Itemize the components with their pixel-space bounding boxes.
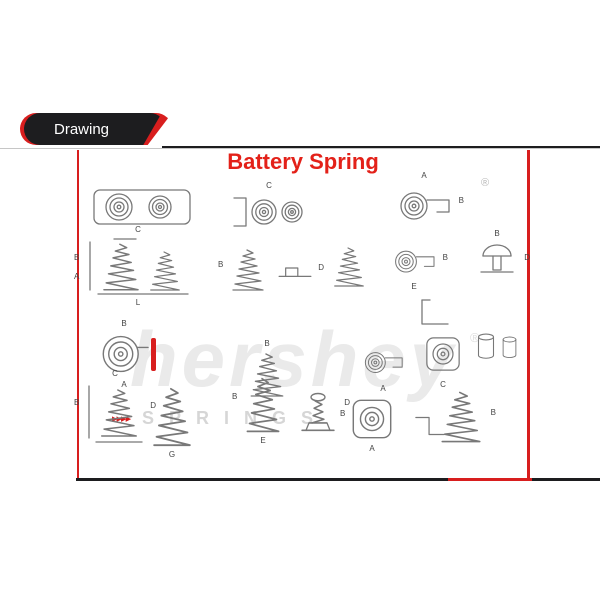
dim-label: B (74, 253, 80, 262)
dim-label: A (74, 272, 80, 282)
dim-label: B (340, 408, 346, 418)
dim-label: B (232, 392, 238, 402)
top-rule-gray (0, 148, 600, 149)
dim-label: B (458, 196, 464, 206)
dim-label: C (266, 181, 272, 190)
dim-label: B (490, 407, 496, 417)
diagram-coil-clip: A B (394, 172, 464, 226)
dim-label: D (344, 397, 350, 407)
diagram-mushroom-contact: B D (474, 230, 530, 280)
diagram-coil-pair (92, 186, 192, 228)
panel-border-left (77, 150, 79, 480)
diagram-l-bracket (414, 296, 454, 330)
diagram-cone-spring: B (218, 248, 268, 292)
page-title: Battery Spring (227, 149, 379, 174)
dim-label: B (74, 398, 80, 408)
watermark-registered-mark: ® (470, 330, 480, 345)
diagram-torsion-top: B A (96, 320, 152, 389)
diagram-flat-spring: D (296, 380, 350, 434)
dim-label: C (135, 225, 141, 234)
dim-label: G (168, 450, 176, 459)
dim-label: D (524, 253, 530, 262)
dim-label: A (369, 444, 375, 453)
diagram-flat-bracket: D (276, 254, 324, 282)
bottom-rule-red (448, 478, 532, 481)
bottom-rule-left (76, 478, 448, 481)
dim-label: B (494, 229, 500, 238)
tab-drawing[interactable]: Drawing (24, 113, 162, 145)
diagram-cone-spring (330, 244, 368, 290)
diagram-coil-clip: B E (390, 240, 448, 291)
dim-label: B (264, 339, 270, 348)
watermark-accent (151, 338, 156, 371)
diagram-cone-spring: B (246, 340, 288, 400)
dim-label: B (121, 319, 127, 328)
panel-border-right (527, 150, 530, 480)
dim-label: E (260, 436, 266, 445)
dim-label: C (112, 369, 118, 378)
dim-label: E (411, 282, 417, 291)
dim-label: B (442, 253, 448, 262)
top-rule-dark (162, 146, 600, 148)
diagram-cone-spring: B E (232, 376, 284, 445)
tab-drawing-label: Drawing (54, 120, 110, 138)
diagram-cone-dimensioned: C D B (74, 370, 156, 444)
diagram-coil-pair-bracket: C (230, 182, 308, 232)
diagram-coil-clip: A (360, 340, 406, 393)
dim-label: D (150, 401, 156, 411)
diagram-cone-wide: B (436, 390, 496, 444)
registered-mark: ® (481, 177, 490, 189)
diagram-cone-tall: G (148, 386, 196, 459)
diagram-cylinder-pair (474, 326, 522, 368)
dim-label: A (121, 380, 127, 389)
dim-label: A (380, 384, 386, 393)
diagram-coil-box: C (424, 330, 462, 389)
diagram-coil-box: B A (340, 396, 394, 453)
diagram-cone-dimensioned: C B A L (74, 226, 192, 307)
dim-label: A (421, 171, 427, 180)
dim-label: B (218, 260, 224, 270)
bottom-rule-right (532, 478, 600, 481)
dim-label: L (135, 298, 141, 307)
dim-label: D (318, 262, 324, 272)
dim-label: C (440, 380, 446, 389)
watermark-subtitle: SPRINGS (142, 408, 329, 428)
watermark-brand: hershey (130, 315, 458, 403)
